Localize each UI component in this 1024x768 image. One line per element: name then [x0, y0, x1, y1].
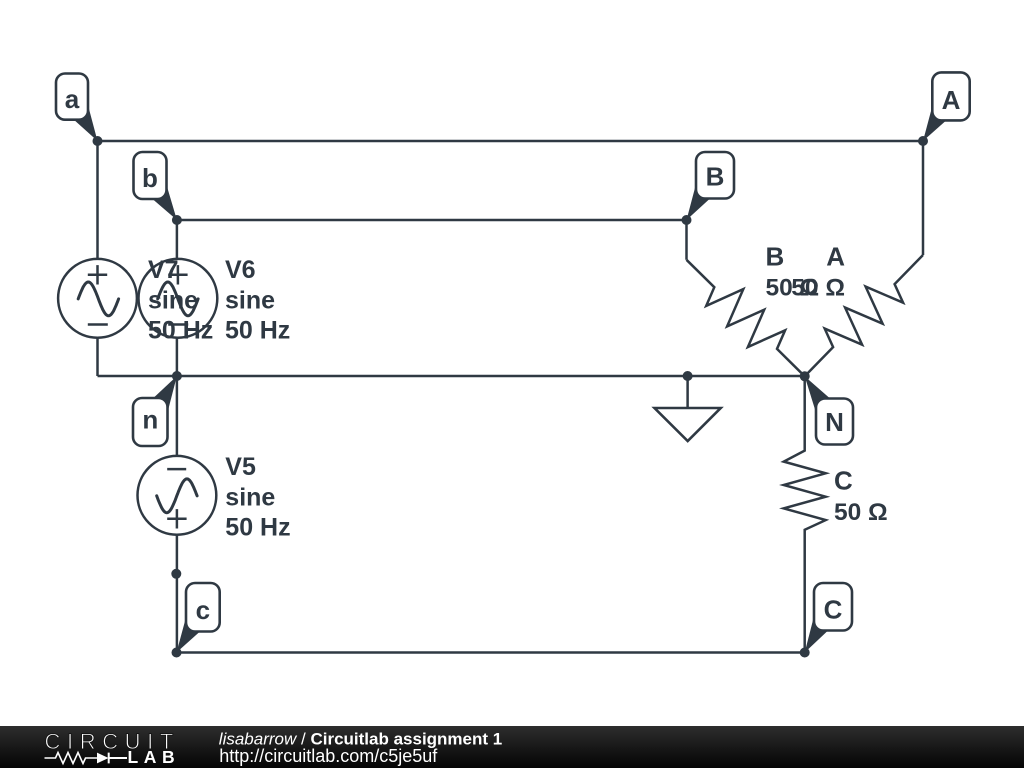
svg-text:a: a [65, 84, 80, 114]
svg-text:N: N [825, 407, 844, 437]
svg-text:50 Ω: 50 Ω [834, 499, 888, 526]
svg-text:50 Hz: 50 Hz [225, 514, 290, 542]
svg-text:B: B [766, 241, 785, 271]
svg-text:sine: sine [225, 286, 275, 314]
svg-text:C: C [824, 595, 843, 625]
svg-text:LAB: LAB [128, 747, 181, 767]
svg-text:50 Hz: 50 Hz [225, 317, 290, 345]
svg-text:50 Ω: 50 Ω [766, 275, 820, 302]
svg-text:A: A [826, 241, 845, 271]
svg-text:n: n [142, 405, 158, 435]
svg-text:c: c [196, 595, 210, 625]
svg-text:CIRCUIT: CIRCUIT [45, 729, 180, 754]
svg-text:50 Ω: 50 Ω [791, 275, 845, 302]
svg-text:V7: V7 [148, 256, 179, 284]
svg-text:b: b [142, 163, 158, 193]
svg-text:V5: V5 [225, 453, 256, 481]
svg-text:B: B [706, 162, 725, 192]
svg-text:A: A [942, 85, 961, 115]
svg-text:C: C [834, 466, 853, 496]
svg-text:V6: V6 [225, 256, 256, 284]
svg-text:sine: sine [148, 286, 198, 314]
svg-text:50 Hz: 50 Hz [148, 317, 213, 345]
svg-text:sine: sine [225, 483, 275, 511]
svg-text:lisabarrow / Circuitlab assign: lisabarrow / Circuitlab assignment 1 [219, 730, 502, 749]
svg-text:http://circuitlab.com/c5je5uf: http://circuitlab.com/c5je5uf [219, 746, 438, 766]
